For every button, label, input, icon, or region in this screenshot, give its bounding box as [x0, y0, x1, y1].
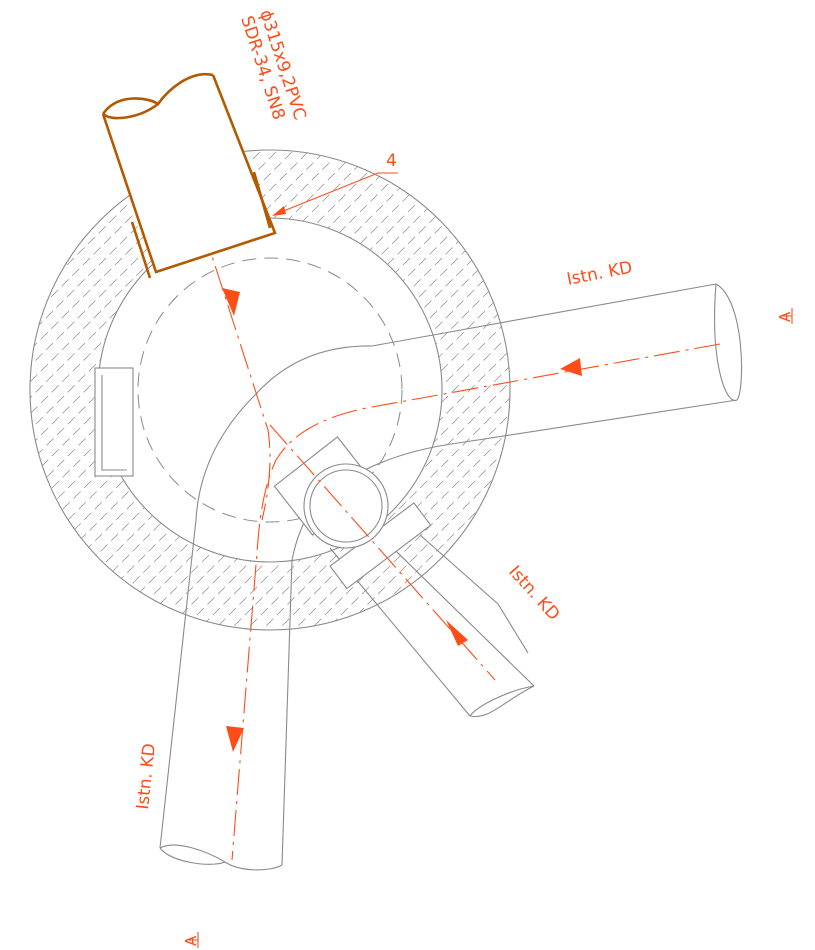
hatch-line: [30, 150, 511, 630]
section-mark-bottom: A: [182, 932, 200, 948]
hatch-line: [640, 100, 815, 700]
hatch-line: [175, 150, 511, 630]
bench-outline: [137, 257, 403, 523]
hatch-line: [752, 100, 815, 700]
hatch-line: [255, 150, 511, 630]
hatch-line: [319, 150, 511, 630]
hatch-line: [159, 150, 511, 630]
flow-arrow-left: [560, 358, 582, 376]
flow-label-upper-right: Istn. KD: [565, 258, 634, 290]
hatch-line: [672, 100, 815, 700]
flow-arrows: [222, 288, 582, 752]
hatch-line: [624, 100, 815, 700]
section-mark-right-letter: A: [776, 311, 794, 322]
manhole-step: [94, 367, 134, 477]
hatch-line: [736, 100, 815, 700]
hatch-line: [431, 150, 511, 630]
flow-centerline-lower: [269, 424, 496, 681]
section-mark-bottom-letter: A: [182, 935, 200, 946]
hatch-line: [528, 100, 815, 700]
flow-arrow-lower: [446, 620, 468, 646]
hatch-line: [143, 150, 511, 630]
hatch-line: [335, 150, 511, 630]
hatch-line: [207, 150, 511, 630]
hatch-line: [239, 150, 511, 630]
hatch-line: [768, 100, 815, 700]
hatch-line: [30, 150, 393, 630]
hatch-line: [704, 100, 815, 700]
callout-4-number: 4: [386, 151, 397, 171]
flow-centerline-curve: [231, 343, 721, 861]
inlet-pipe-upper-right: [159, 283, 743, 871]
hatch-line: [30, 150, 511, 630]
pipe-spec-label: ϕ315x9,2PVC SDR-34, SN8: [236, 7, 309, 122]
hatch-line: [191, 150, 511, 630]
hatch-line: [592, 100, 815, 700]
hatch-line: [463, 150, 511, 630]
hatch-line: [544, 100, 815, 700]
hatch-line: [223, 150, 511, 630]
flow-label-lower-right: Istn. KD: [504, 562, 563, 625]
hatch-line: [688, 100, 815, 700]
hatch-line: [576, 100, 815, 700]
flow-centerline-vertical: [164, 109, 271, 521]
new-pvc-pipe: [101, 72, 277, 279]
flow-label-outlet: Istn. KD: [133, 742, 160, 810]
inlet-pipe-lower-right: [273, 436, 535, 718]
hatch-line: [383, 150, 511, 630]
hatch-line: [560, 100, 815, 700]
hatch-line: [30, 150, 377, 630]
hatch-line: [271, 150, 511, 630]
hatch-line: [30, 150, 511, 630]
section-mark-right: A: [776, 308, 794, 324]
callout-4: 4: [272, 151, 398, 216]
flow-arrow-outlet: [226, 726, 244, 752]
hatch-line: [367, 150, 511, 630]
hatch-line: [479, 150, 511, 630]
hatch-line: [351, 150, 511, 630]
flow-arrow-down: [222, 288, 240, 316]
hatch-line: [608, 100, 815, 700]
hatch-line: [784, 100, 815, 700]
hatch-line: [399, 150, 511, 630]
hatch-line: [800, 100, 815, 700]
hatch-line: [447, 150, 511, 630]
